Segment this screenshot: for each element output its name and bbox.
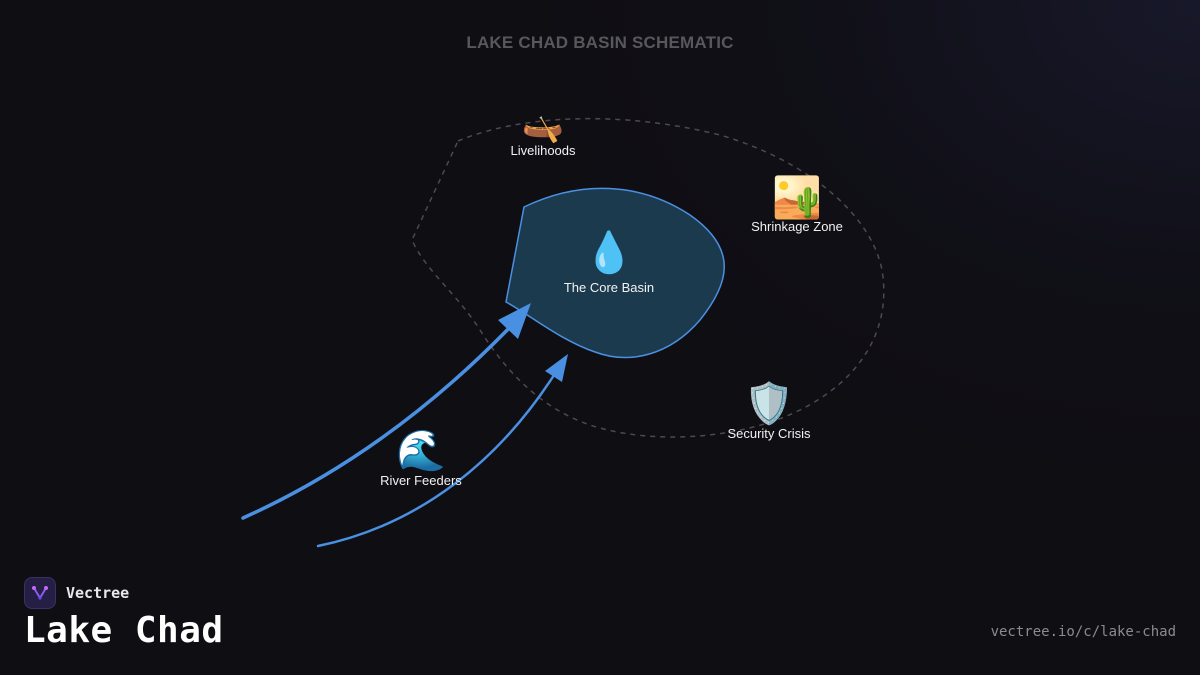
node-label-livelihoods: Livelihoods	[510, 143, 576, 158]
river-inflow-arrowhead-main	[498, 303, 531, 339]
desert-icon: 🏜️	[772, 174, 822, 221]
core-basin-shape	[505, 187, 725, 359]
canoe-icon: 🛶	[522, 105, 564, 145]
brand[interactable]: Vectree	[24, 577, 129, 609]
water-droplet-icon: 💧	[584, 229, 634, 276]
wave-icon: 🌊	[396, 427, 446, 474]
node-river-feeders[interactable]: 🌊 River Feeders	[380, 427, 462, 488]
node-shrinkage-zone[interactable]: 🏜️ Shrinkage Zone	[751, 174, 843, 234]
river-inflow-arrowhead-secondary	[545, 354, 568, 382]
diagram-title: LAKE CHAD BASIN SCHEMATIC	[466, 33, 733, 52]
brand-name: Vectree	[66, 584, 130, 602]
node-label-security-crisis: Security Crisis	[727, 426, 811, 441]
vectree-logo-icon	[24, 577, 56, 609]
node-livelihoods[interactable]: 🛶 Livelihoods	[510, 105, 576, 158]
page-url[interactable]: vectree.io/c/lake-chad	[990, 624, 1176, 640]
shield-icon: 🛡️	[744, 380, 794, 427]
node-label-core-basin: The Core Basin	[564, 280, 654, 295]
river-inflow-arrow-secondary	[316, 370, 558, 548]
river-inflow-arrow-main	[241, 320, 517, 520]
node-label-river-feeders: River Feeders	[380, 473, 462, 488]
page-title: Lake Chad	[24, 610, 224, 651]
node-security-crisis[interactable]: 🛡️ Security Crisis	[727, 380, 811, 441]
node-core-basin[interactable]: 💧 The Core Basin	[564, 229, 654, 295]
node-label-shrinkage-zone: Shrinkage Zone	[751, 219, 843, 234]
